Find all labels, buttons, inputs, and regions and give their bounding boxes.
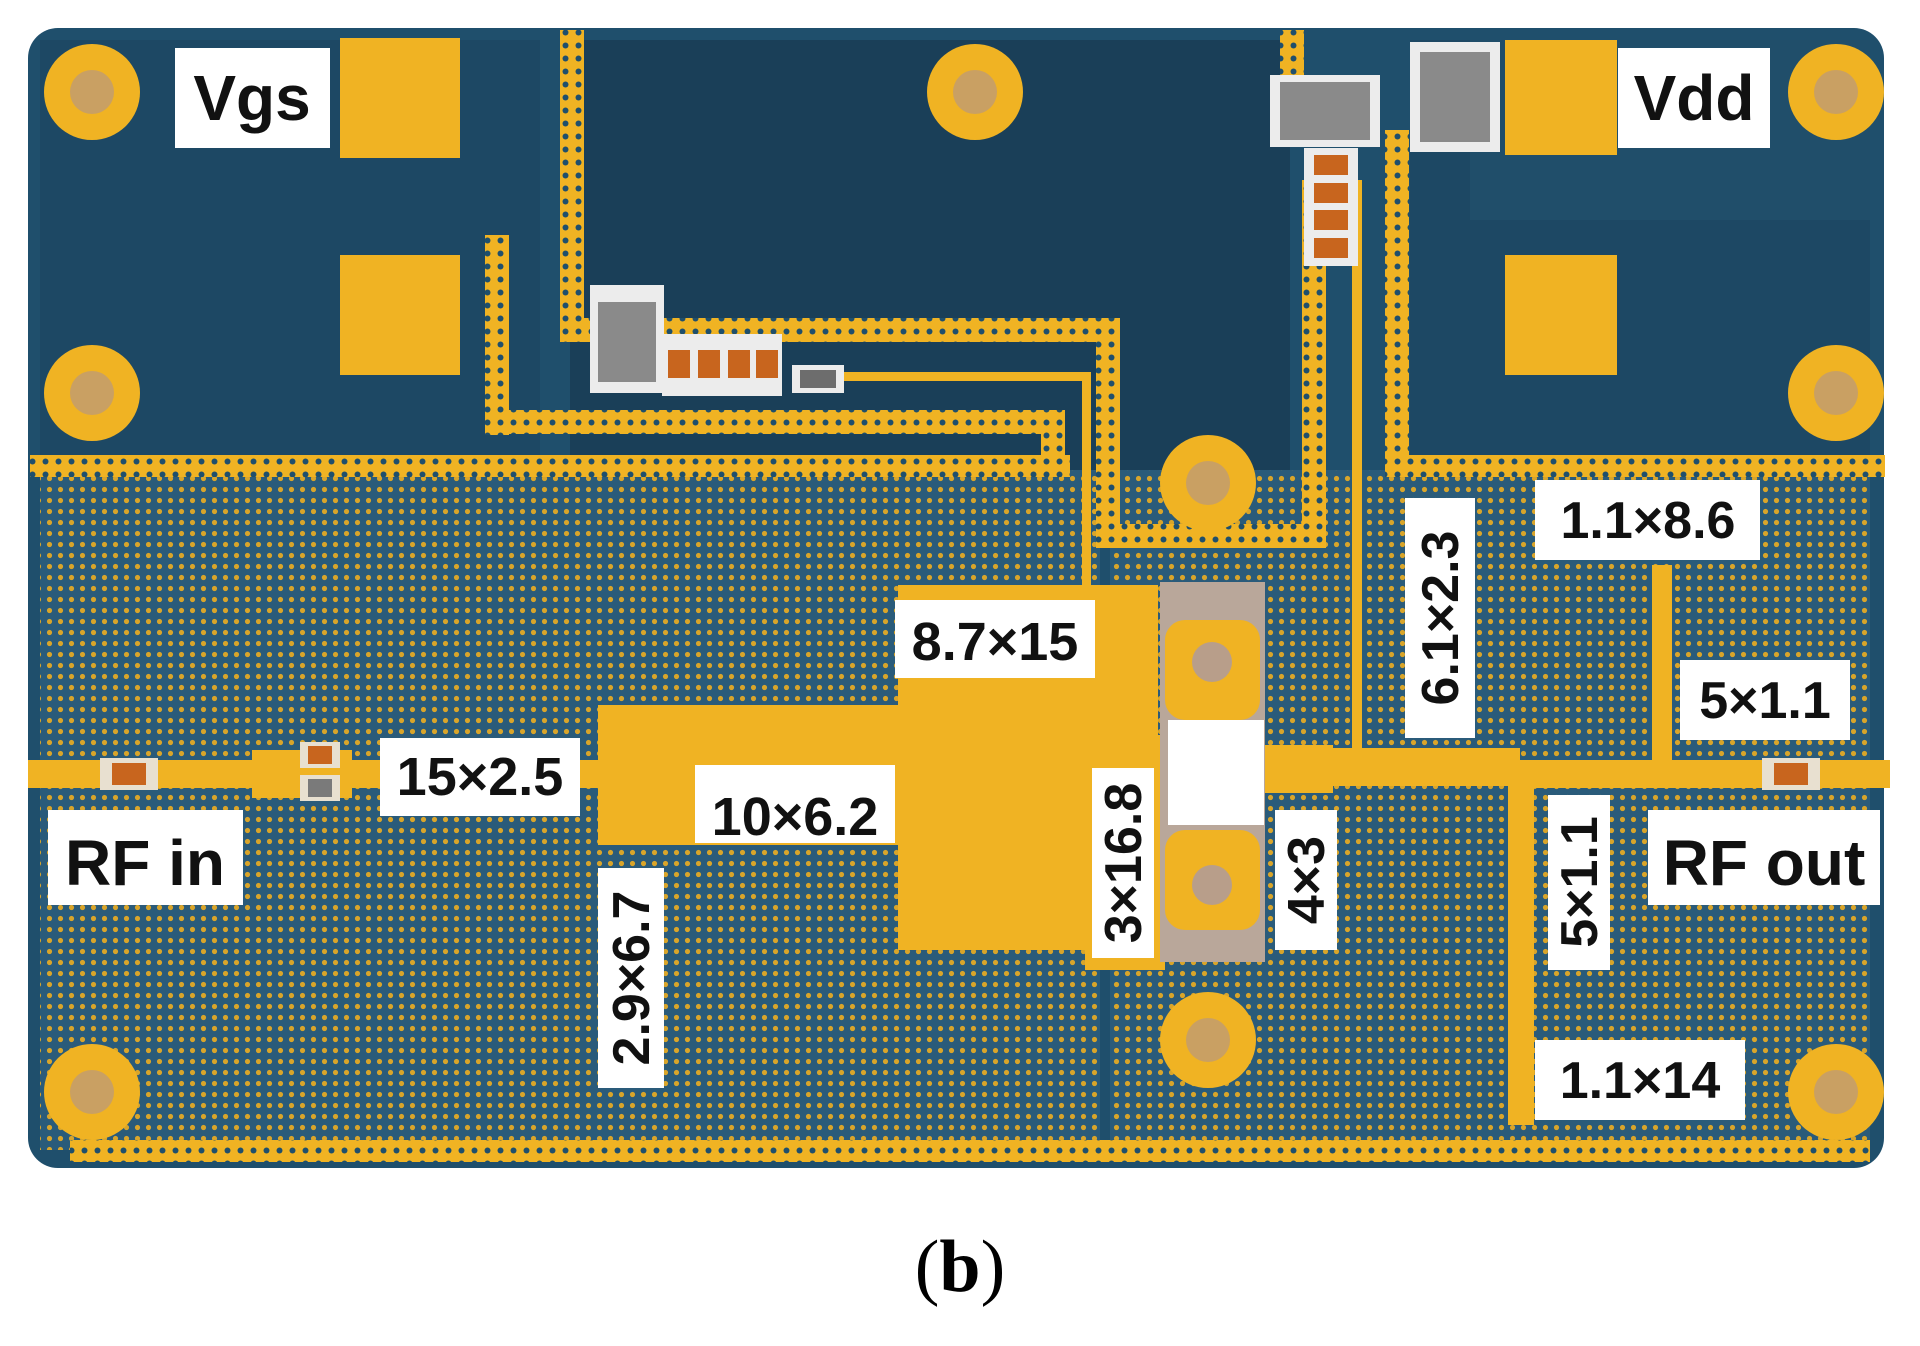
dim-output-stub-top: 1.1×8.6 (1561, 492, 1736, 550)
mounting-hole-icon (1788, 44, 1884, 140)
capacitor-icon (1270, 75, 1380, 147)
capacitor-icon (792, 365, 844, 393)
vdd-label: Vdd (1634, 62, 1755, 134)
rf-in-label: RF in (65, 827, 225, 899)
dim-device-pad: 3×16.8 (1095, 783, 1153, 944)
capacitor-icon (662, 334, 782, 396)
dim-step-section: 10×6.2 (712, 787, 879, 847)
rf-out-label: RF out (1663, 827, 1866, 899)
capacitor-icon (300, 742, 340, 768)
output-stub-bottom (1508, 780, 1534, 1125)
vgs-pad (340, 38, 460, 158)
dim-output-line-side: 5×1.1 (1551, 816, 1609, 948)
mounting-holes (44, 44, 1884, 1140)
dim-output-stub-bottom: 1.1×14 (1560, 1052, 1721, 1110)
gate-feed-line (800, 372, 1090, 381)
mounting-hole-icon (44, 1044, 140, 1140)
mounting-hole-icon (1160, 435, 1256, 531)
drain-aux-pad (1505, 255, 1617, 375)
mounting-hole-icon (1160, 992, 1256, 1088)
drain-feed-line (1352, 180, 1362, 750)
pcb-layout-figure: Vgs Vdd RF in RF out 15×2.5 10×6.2 8.7×1… (28, 28, 1890, 1168)
dim-output-pad: 4×3 (1278, 836, 1336, 924)
capacitor-icon (1410, 42, 1500, 152)
caption-close: ) (980, 1226, 1006, 1308)
capacitor-icon (1304, 148, 1358, 266)
mounting-hole-icon (1788, 1044, 1884, 1140)
mounting-hole-icon (927, 44, 1023, 140)
capacitor-icon (100, 758, 158, 790)
mounting-hole-icon (44, 345, 140, 441)
output-line (1330, 748, 1520, 786)
capacitor-icon (1762, 758, 1820, 790)
dim-input-line: 15×2.5 (397, 747, 564, 807)
caption-letter: b (939, 1226, 981, 1308)
dim-stub-vertical: 2.9×6.7 (603, 891, 661, 1066)
output-stub-top (1652, 565, 1672, 765)
figure-caption: (b) (0, 1225, 1920, 1310)
capacitor-icon (590, 285, 664, 393)
pcb-board: Vgs Vdd RF in RF out 15×2.5 10×6.2 8.7×1… (28, 28, 1890, 1168)
mounting-hole-icon (44, 44, 140, 140)
caption-open: ( (914, 1226, 940, 1308)
dim-drain-feed: 6.1×2.3 (1412, 531, 1470, 706)
vdd-pad (1505, 40, 1617, 155)
transistor-icon (1160, 582, 1265, 962)
dim-output-line-top: 5×1.1 (1699, 672, 1831, 730)
label-boxes (48, 48, 1880, 1120)
dim-wide-pad: 8.7×15 (912, 612, 1079, 672)
capacitor-icon (300, 775, 340, 801)
mounting-hole-icon (1788, 345, 1884, 441)
device-drain-pad (1265, 745, 1333, 793)
gate-aux-pad (340, 255, 460, 375)
vgs-label: Vgs (193, 62, 310, 134)
